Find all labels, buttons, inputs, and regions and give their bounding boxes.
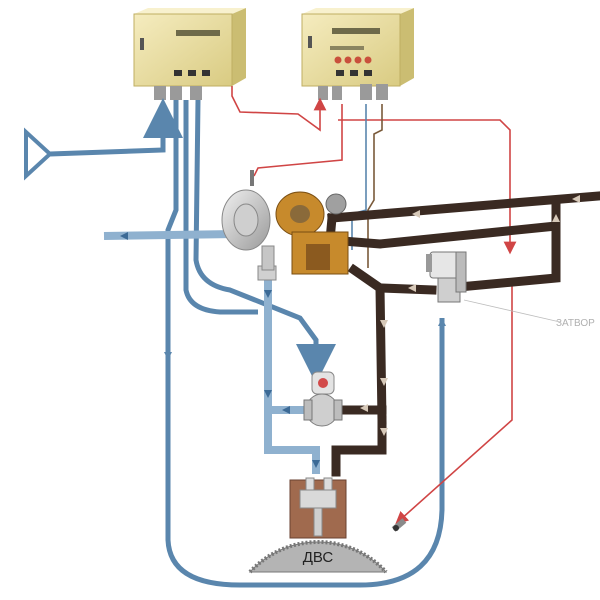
piston-engine-icon: [248, 477, 388, 574]
valve-label: ЗАТВОР: [556, 318, 595, 329]
cable-glands-left: [154, 86, 202, 100]
bypass-valve: [303, 371, 343, 427]
flow-arrow: [438, 318, 446, 326]
intake-pipes: [103, 230, 320, 474]
engine-label: ДВС: [303, 549, 334, 566]
turbocharger: [221, 170, 349, 281]
exhaust-flow-arrows: [360, 195, 580, 436]
cable-glands-right: [318, 84, 388, 100]
butterfly-valve-icon: [426, 251, 467, 303]
control-lines-blue: [165, 99, 445, 588]
controller-cabinet-right: [301, 8, 414, 100]
controller-cabinet-left: [133, 8, 246, 100]
turbocharger-icon: [221, 170, 277, 281]
signal-lines-red: [231, 86, 517, 525]
engine: ДВС: [248, 477, 388, 574]
throttle-valve: ЗАТВОР: [426, 251, 595, 329]
bypass-valve-icon: [303, 371, 343, 427]
flow-arrow: [164, 352, 172, 360]
speed-sensor-icon: [391, 518, 407, 532]
antenna-icon: [24, 98, 183, 181]
intake-flow-arrows: [120, 232, 320, 468]
turbine-housing: [275, 191, 349, 275]
status-lamps: [334, 56, 372, 64]
exhaust-pipes: [325, 191, 600, 477]
